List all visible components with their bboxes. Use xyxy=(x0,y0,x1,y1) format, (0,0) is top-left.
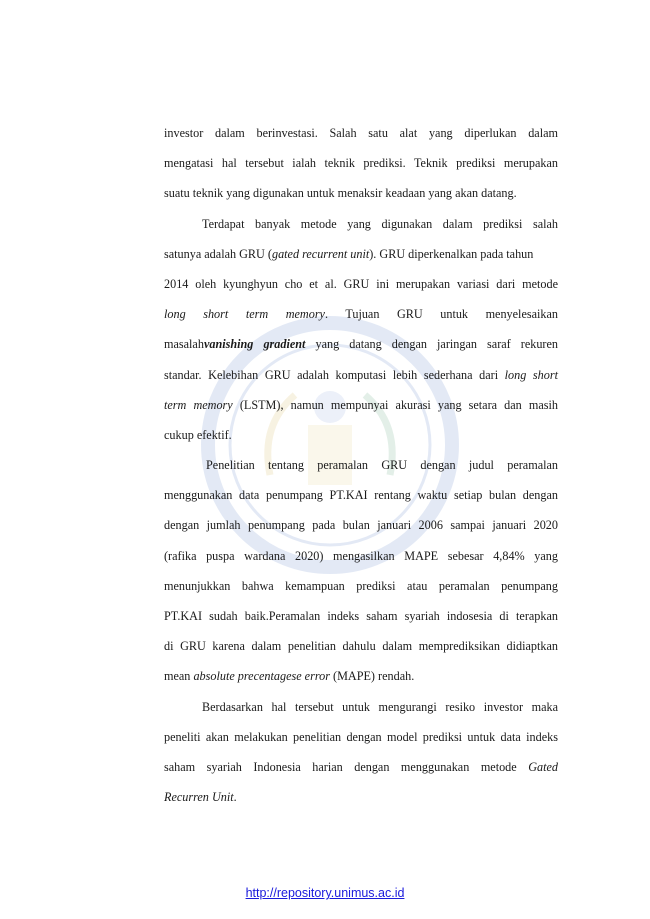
text-span: (LSTM), namun mempunyai akurasi yang set… xyxy=(232,397,558,412)
text-span: . xyxy=(233,790,237,805)
text-span: satunya adalah GRU ( xyxy=(164,246,272,261)
text-span: menunjukkan bahwa kemampuan prediksi ata… xyxy=(164,578,558,593)
italic-term: long short term memory xyxy=(164,307,325,322)
text-line: cukup efektif. xyxy=(164,420,558,450)
text-line: mengatasi hal tersebut ialah teknik pred… xyxy=(164,148,558,178)
text-span: ). GRU diperkenalkan pada tahun xyxy=(369,246,534,261)
body-text: investor dalam berinvestasi. Salah satu … xyxy=(164,118,558,812)
text-line: masalahvanishing gradient yang datang de… xyxy=(164,329,558,359)
text-span: . Tujuan GRU untuk menyelesaikan xyxy=(324,307,558,322)
text-line: di GRU karena dalam penelitian dahulu da… xyxy=(164,631,558,661)
text-span: mean xyxy=(164,669,194,684)
text-line: investor dalam berinvestasi. Salah satu … xyxy=(164,118,558,148)
text-span: PT.KAI sudah baik.Peramalan indeks saham… xyxy=(164,609,558,623)
text-span: standar. Kelebihan GRU adalah komputasi … xyxy=(164,367,505,382)
text-line: dengan jumlah penumpang pada bulan janua… xyxy=(164,510,558,540)
italic-term: term memory xyxy=(164,397,233,412)
text-line: menunjukkan bahwa kemampuan prediksi ata… xyxy=(164,571,558,601)
text-span: di GRU karena dalam penelitian dahulu da… xyxy=(164,639,558,654)
italic-term: Recurren Unit xyxy=(164,790,234,805)
text-line: Berdasarkan hal tersebut untuk mengurang… xyxy=(164,692,558,722)
text-line: Recurren Unit. xyxy=(164,782,558,812)
text-line: standar. Kelebihan GRU adalah komputasi … xyxy=(164,360,558,390)
text-span: Penelitian tentang peramalan GRU dengan … xyxy=(206,458,558,473)
text-line: PT.KAI sudah baik.Peramalan indeks saham… xyxy=(164,601,558,631)
text-line: menggunakan data penumpang PT.KAI rentan… xyxy=(164,480,558,510)
text-span: investor dalam berinvestasi. Salah satu … xyxy=(164,126,558,140)
text-span: menggunakan data penumpang PT.KAI rentan… xyxy=(164,488,558,503)
text-line: long short term memory. Tujuan GRU untuk… xyxy=(164,299,558,329)
italic-term: gated recurrent unit xyxy=(271,246,370,261)
text-span: Terdapat banyak metode yang digunakan da… xyxy=(202,216,558,231)
text-line: 2014 oleh kyunghyun cho et al. GRU ini m… xyxy=(164,269,558,299)
text-line: suatu teknik yang digunakan untuk menaks… xyxy=(164,178,558,208)
text-span: yang datang dengan jaringan saraf rekure… xyxy=(305,337,558,352)
italic-term: Gated xyxy=(528,759,558,774)
text-line: saham syariah Indonesia harian dengan me… xyxy=(164,752,558,782)
text-span: cukup efektif. xyxy=(164,427,232,442)
text-span: peneliti akan melakukan penelitian denga… xyxy=(164,729,558,744)
text-span: dengan jumlah penumpang pada bulan janua… xyxy=(164,518,558,533)
italic-term: absolute precentagese error xyxy=(193,669,330,684)
text-line: mean absolute precentagese error (MAPE) … xyxy=(164,661,558,691)
text-line: Penelitian tentang peramalan GRU dengan … xyxy=(164,450,558,480)
text-span: 2014 oleh kyunghyun cho et al. GRU ini m… xyxy=(164,276,558,291)
text-span: (MAPE) rendah. xyxy=(329,669,415,684)
text-span: masalah xyxy=(164,337,204,352)
text-span: (rafika puspa wardana 2020) mengasilkan … xyxy=(164,548,558,563)
text-span: suatu teknik yang digunakan untuk menaks… xyxy=(164,186,517,201)
text-span: Berdasarkan hal tersebut untuk mengurang… xyxy=(202,699,558,714)
repository-link[interactable]: http://repository.unimus.ac.id xyxy=(245,886,405,900)
text-line: term memory (LSTM), namun mempunyai akur… xyxy=(164,390,558,420)
text-span: saham syariah Indonesia harian dengan me… xyxy=(164,759,529,774)
text-line: Terdapat banyak metode yang digunakan da… xyxy=(164,209,558,239)
bold-italic-term: vanishing gradient xyxy=(203,337,306,352)
italic-term: long short xyxy=(504,367,558,382)
text-line: peneliti akan melakukan penelitian denga… xyxy=(164,722,558,752)
text-line: (rafika puspa wardana 2020) mengasilkan … xyxy=(164,541,558,571)
page-footer: http://repository.unimus.ac.id xyxy=(0,886,650,900)
text-span: mengatasi hal tersebut ialah teknik pred… xyxy=(164,156,558,171)
university-seal-watermark-icon xyxy=(201,316,459,574)
text-line: satunya adalah GRU (gated recurrent unit… xyxy=(164,239,558,269)
